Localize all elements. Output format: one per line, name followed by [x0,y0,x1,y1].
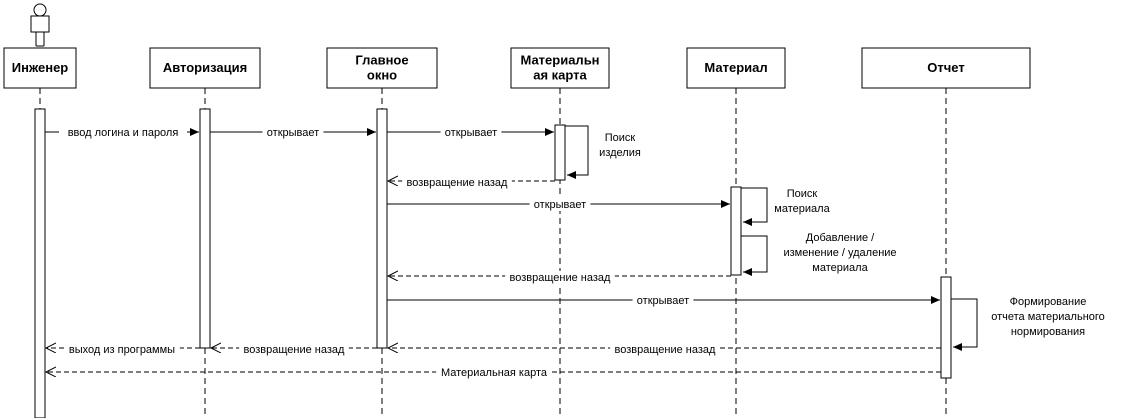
label-bg [59,126,187,139]
message-label: Поиск [787,188,818,200]
actor-icon [30,3,50,47]
self-message-arrow [741,235,768,276]
message-6: Поиск материала [741,187,831,226]
self-message-arrow [741,187,768,226]
message-label: открывает [534,199,586,211]
participant-box [510,47,610,89]
label-bg [529,198,591,211]
label-bg [262,126,324,139]
activation-bar-5 [940,276,952,379]
message-10: Формирование отчета материального нормиров… [951,296,1105,351]
label-bg [402,176,512,189]
participant-label: Авторизация [163,60,247,75]
message-7: Добавление / изменение / удаление материал… [741,232,897,276]
message-label: Формирование [1010,296,1087,308]
message-label: возвращение назад [615,344,717,356]
label-bg [436,366,552,379]
message-label: изделия [599,147,641,159]
message-label: Поиск [605,132,636,144]
participant-label: Инженер [12,60,69,75]
participant-box [326,47,438,89]
message-5: открывает [387,198,730,211]
message-0: ввод логина и пароля [45,126,199,139]
message-label: открывает [267,127,319,139]
message-label: нормирования [1011,326,1085,338]
participant-4: Материал [686,47,786,89]
message-label: изменение / удаление [783,247,896,259]
activation-bar-2 [376,108,388,349]
message-label: Добавление / [806,232,875,244]
message-label: возвращение назад [244,344,346,356]
activation-bar-3 [554,124,566,181]
participant-label: Материальн [520,53,599,68]
message-3: Поиск изделия [565,125,641,179]
message-9: открывает [387,294,940,307]
participant-box [686,47,786,89]
label-bg [505,271,615,284]
message-label: открывает [637,295,689,307]
message-4: возвращение назад [388,176,555,189]
participant-label: ая карта [533,68,587,83]
message-12: возвращение назад [211,343,377,356]
message-2: открывает [387,126,554,139]
activation-bar-4 [730,186,742,276]
participant-box [149,47,261,89]
message-14: Материальная карта [46,366,941,379]
participant-box [861,47,1031,89]
message-label: материала [812,262,868,274]
label-bg [610,343,720,356]
message-label: возвращение назад [510,272,612,284]
participant-box [3,47,77,89]
message-label: выход из программы [69,344,175,356]
self-message-arrow [951,298,978,351]
self-message-arrow [565,125,589,179]
participant-label: Главное [355,53,408,68]
message-label: Материальная карта [441,367,548,379]
message-label: открывает [445,127,497,139]
message-label: материала [774,203,830,215]
participant-label: Отчет [927,60,964,75]
participant-5: Отчет [861,47,1031,89]
label-bg [440,126,502,139]
participant-label: окно [367,68,397,83]
label-bg [64,343,180,356]
label-bg [239,343,349,356]
participant-3: Материальная карта [510,47,610,89]
message-label: ввод логина и пароля [68,127,179,139]
activation-bar-0 [34,108,46,418]
participant-label: Материал [704,60,767,75]
participant-0: Инженер [3,47,77,89]
message-1: открывает [210,126,376,139]
message-8: возвращение назад [388,271,731,284]
participant-1: Авторизация [149,47,261,89]
activation-bar-1 [199,108,211,349]
message-label: отчета материального [991,311,1105,323]
message-11: возвращение назад [388,343,941,356]
message-13: выход из программы [46,343,200,356]
label-bg [632,294,694,307]
message-label: возвращение назад [407,177,509,189]
